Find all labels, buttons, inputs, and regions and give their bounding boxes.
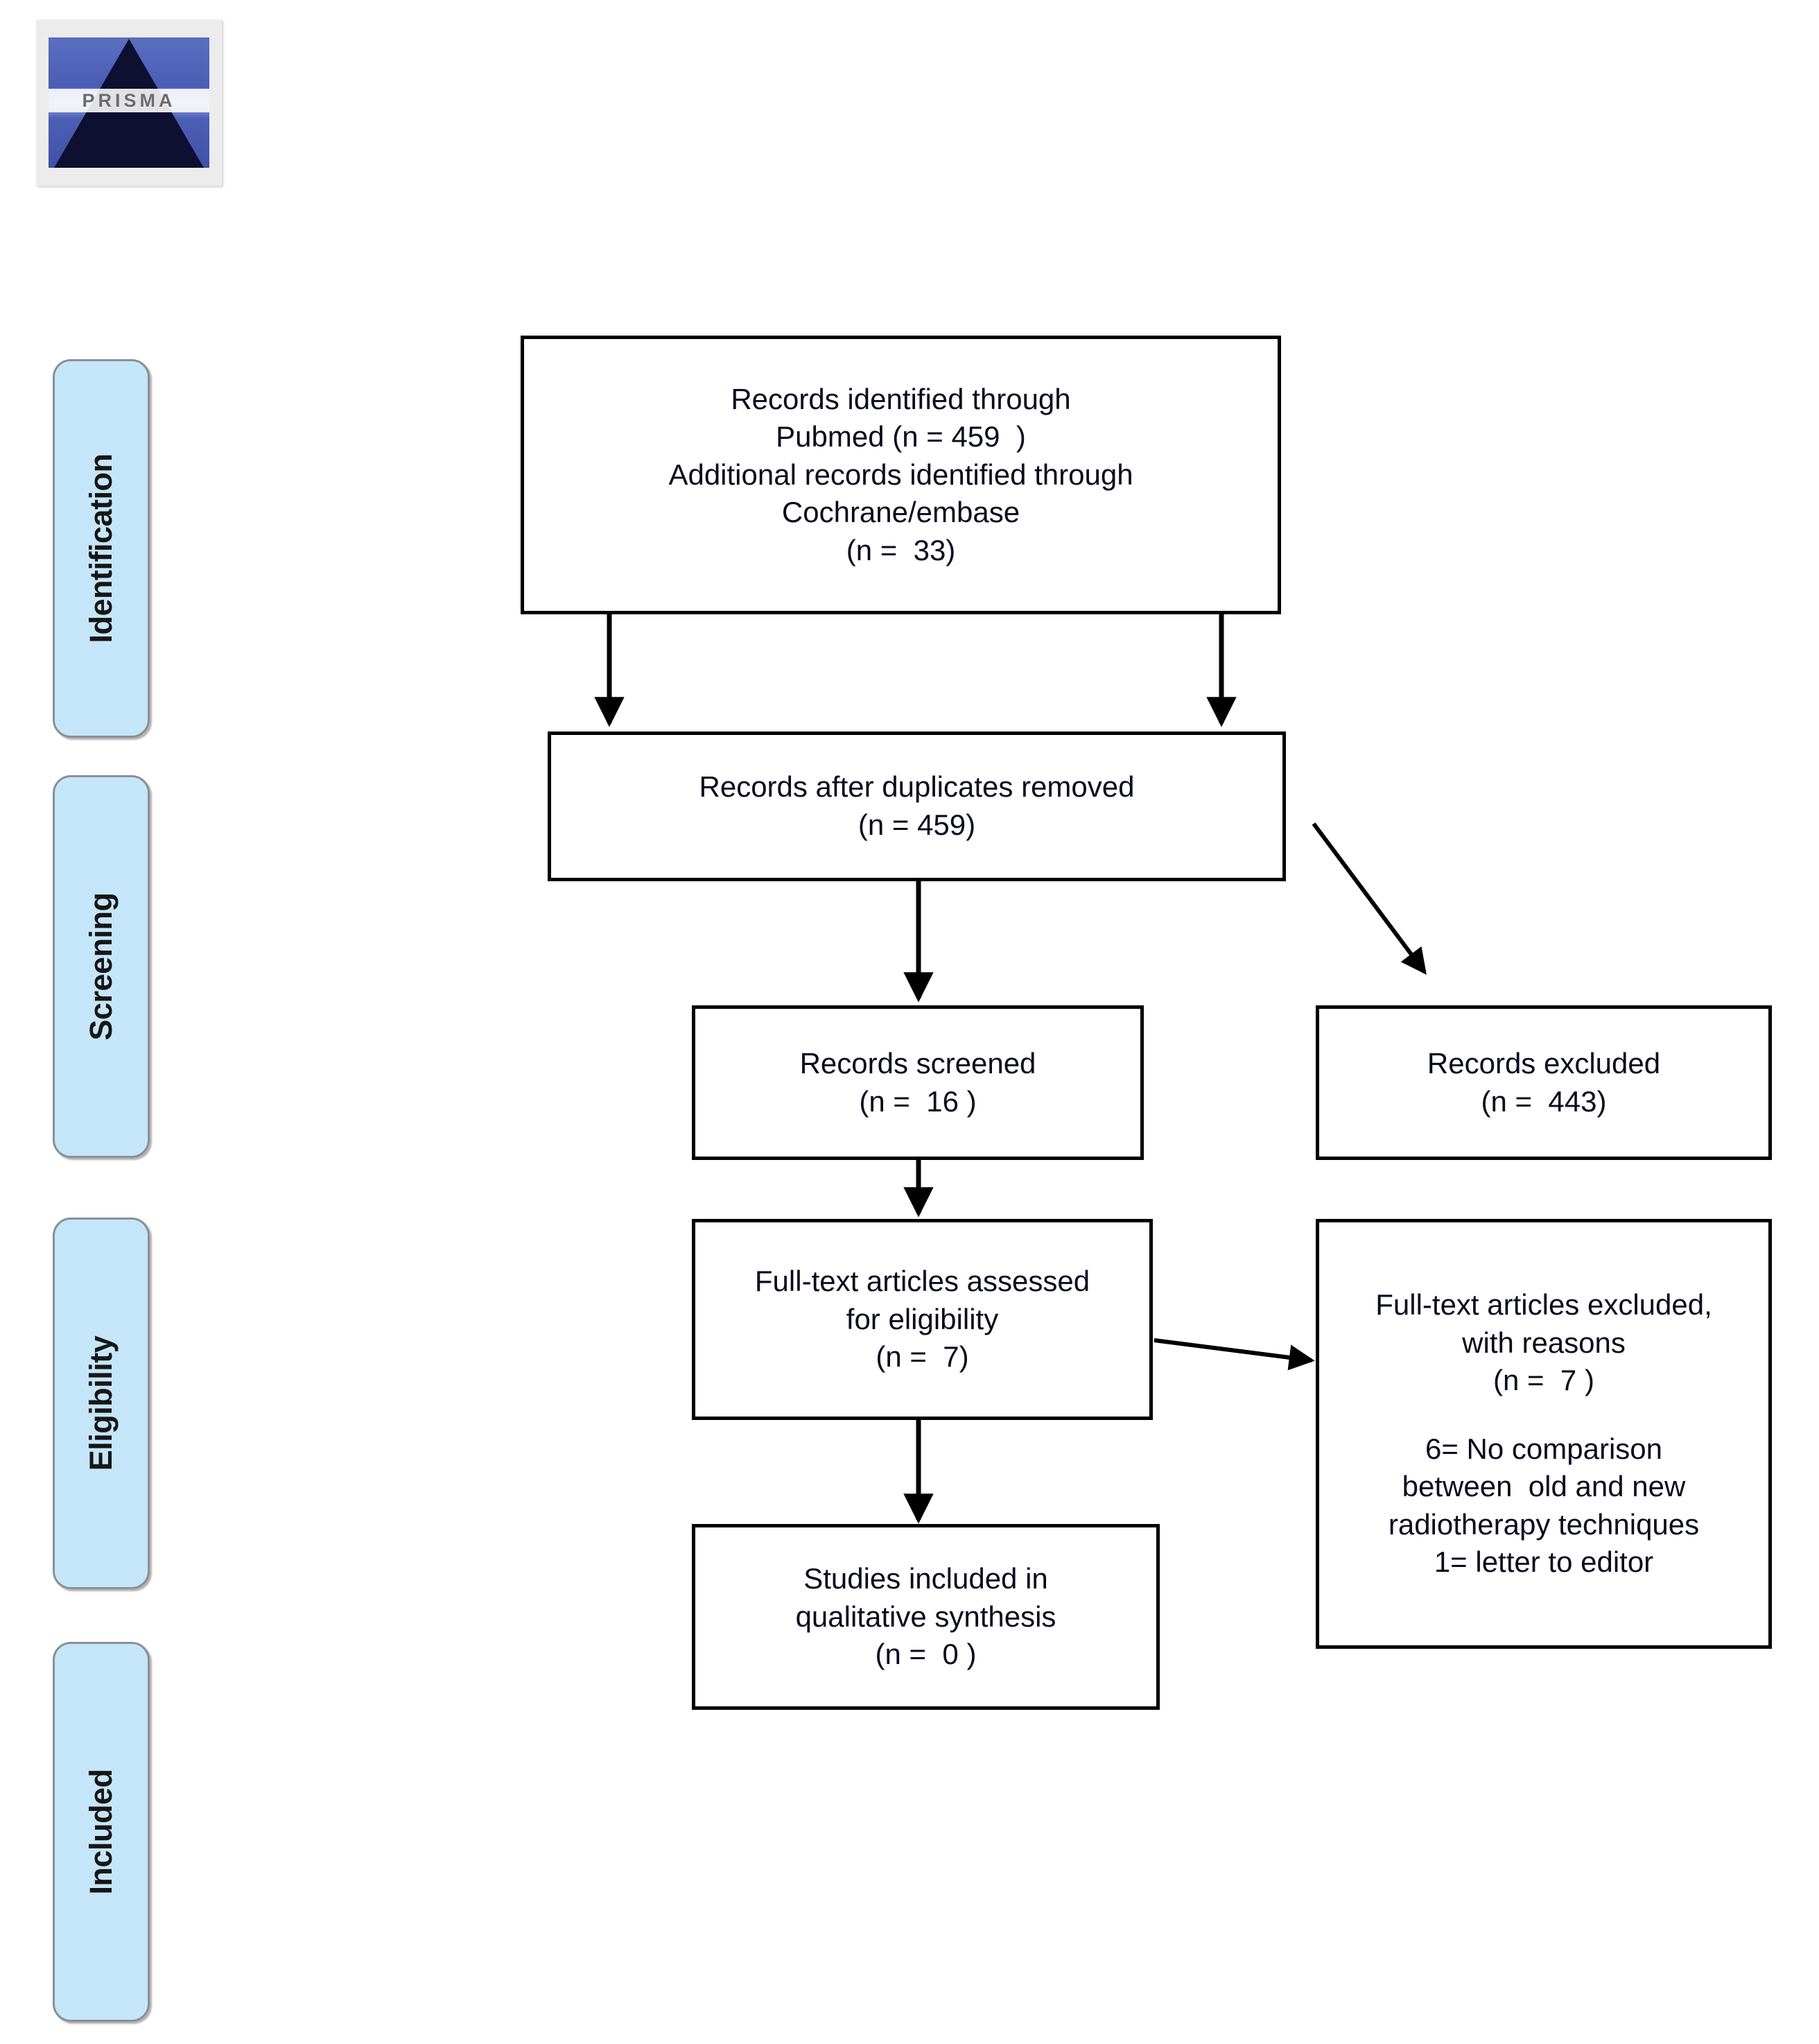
box-records-identified: Records identified through Pubmed (n = 4… <box>521 336 1281 614</box>
arrow-fulltext-assessed-to-fulltext-excluded <box>1154 1338 1315 1371</box>
box-fulltext-assessed: Full-text articles assessed for eligibil… <box>692 1219 1153 1420</box>
box-records-screened-line-1: Records screened <box>799 1046 1036 1080</box>
box-records-screened: Records screened (n = 16 ) <box>692 1005 1144 1160</box>
box-records-screened-line-2: (n = 16 ) <box>859 1084 977 1118</box>
box-records-excluded: Records excluded (n = 443) <box>1316 1005 1772 1160</box>
stage-label-screening: Screening <box>83 892 119 1041</box>
stage-label-eligibility: Eligibility <box>83 1335 119 1471</box>
box-fulltext-excluded-reason-2: between old and new <box>1402 1470 1686 1503</box>
box-fulltext-excluded-line-2: with reasons <box>1462 1326 1626 1359</box>
box-duplicates-line-2: (n = 459) <box>858 808 976 841</box>
box-records-excluded-line-1: Records excluded <box>1427 1046 1661 1080</box>
box-fulltext-excluded-reason-1: 6= No comparison <box>1425 1432 1662 1465</box>
box-fulltext-assessed-line-3: (n = 7) <box>876 1340 969 1374</box>
box-studies-included: Studies included in qualitative synthesi… <box>692 1524 1160 1710</box>
box-records-identified-line-3: Additional records identified through <box>668 458 1133 491</box>
box-duplicates-line-1: Records after duplicates removed <box>699 770 1135 804</box>
stage-tab-eligibility[interactable]: Eligibility <box>53 1218 150 1589</box>
prisma-logo: PRISMA <box>36 19 222 186</box>
prisma-logo-band <box>49 89 209 112</box>
box-fulltext-excluded: Full-text articles excluded, with reason… <box>1316 1219 1772 1649</box>
prisma-logo-graphic: PRISMA <box>49 37 209 168</box>
box-fulltext-assessed-line-1: Full-text articles assessed <box>754 1265 1090 1298</box>
box-records-identified-line-5: (n = 33) <box>846 533 956 566</box>
box-studies-included-line-1: Studies included in <box>803 1562 1048 1595</box>
box-fulltext-excluded-line-1: Full-text articles excluded, <box>1375 1288 1712 1321</box>
stage-tab-identification[interactable]: Identification <box>53 359 150 738</box>
arrow-duplicates-to-records-excluded <box>1312 822 1427 975</box>
box-records-identified-line-1: Records identified through <box>731 382 1071 415</box>
stage-label-identification: Identification <box>83 453 119 643</box>
prisma-logo-text: PRISMA <box>82 90 176 111</box>
box-records-excluded-line-2: (n = 443) <box>1481 1084 1607 1118</box>
box-records-after-duplicates-removed: Records after duplicates removed (n = 45… <box>548 731 1286 881</box>
box-fulltext-excluded-reason-3: radiotherapy techniques <box>1388 1507 1700 1541</box>
stage-label-included: Included <box>83 1769 119 1895</box>
stage-tab-screening[interactable]: Screening <box>53 775 150 1158</box>
box-records-identified-line-4: Cochrane/embase <box>781 496 1020 529</box>
box-records-identified-line-2: Pubmed (n = 459 ) <box>776 420 1026 453</box>
box-fulltext-assessed-line-2: for eligibility <box>846 1302 999 1335</box>
box-fulltext-excluded-line-3: (n = 7 ) <box>1493 1364 1594 1397</box>
box-fulltext-excluded-reason-4: 1= letter to editor <box>1434 1545 1654 1579</box>
stage-tab-included[interactable]: Included <box>53 1642 150 2022</box>
box-studies-included-line-2: qualitative synthesis <box>795 1600 1056 1633</box>
box-studies-included-line-3: (n = 0 ) <box>875 1638 977 1671</box>
